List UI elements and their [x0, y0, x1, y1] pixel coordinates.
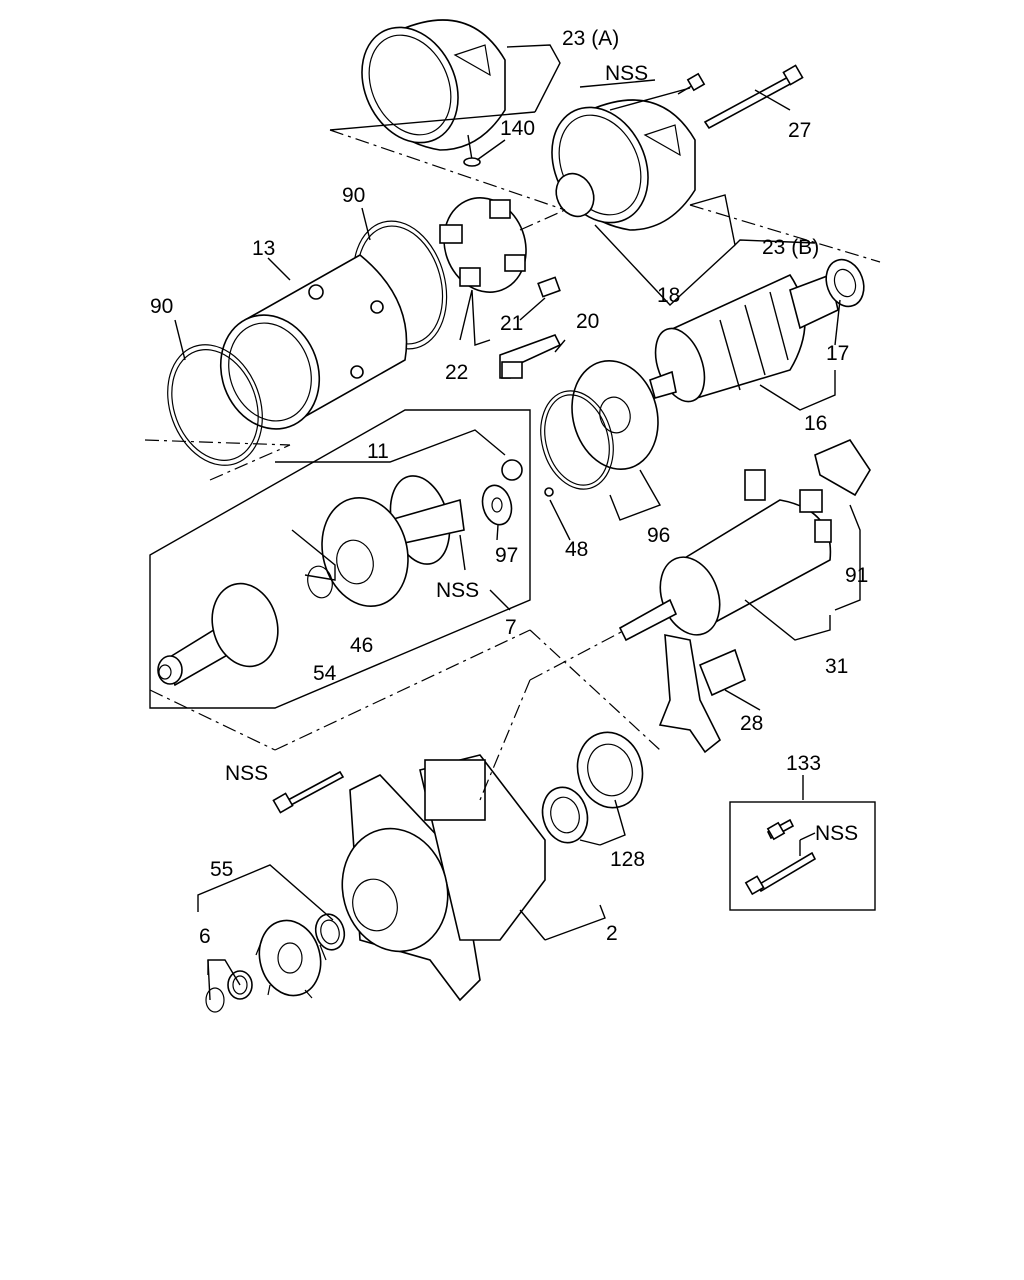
clutch-group-7-box [149, 409, 531, 709]
solenoid-31 [618, 469, 832, 642]
gasket-90-left [167, 344, 263, 466]
clutch-46 [307, 496, 409, 608]
bracket-20 [499, 334, 562, 379]
label-nss-clutch: NSS [436, 579, 479, 602]
label-140: 140 [500, 117, 535, 140]
yoke-13 [219, 254, 408, 430]
bolt-nss-housing [272, 770, 345, 814]
label-97: 97 [495, 544, 518, 567]
label-22: 22 [445, 361, 468, 384]
ball-48 [544, 487, 554, 497]
label-27: 27 [788, 119, 811, 142]
bolt-nss-top [677, 72, 706, 95]
label-7: 7 [505, 616, 517, 639]
label-21: 21 [500, 312, 523, 335]
bearing-17 [825, 258, 865, 308]
label-6: 6 [199, 925, 211, 948]
label-90-top: 90 [342, 184, 365, 207]
label-46: 46 [350, 634, 373, 657]
label-31: 31 [825, 655, 848, 678]
shift-lever-28 [658, 634, 746, 754]
label-90-left: 90 [150, 295, 173, 318]
label-133: 133 [786, 752, 821, 775]
centerlines [144, 129, 881, 801]
label-48: 48 [565, 538, 588, 561]
shaft-54 [157, 582, 279, 687]
washer-18 [555, 172, 595, 218]
terminal-cover-91 [814, 439, 871, 497]
rear-cover-23b [551, 99, 696, 231]
pinion-55 [255, 919, 327, 999]
label-nss-box: NSS [815, 822, 858, 845]
ring-55-right [314, 913, 346, 951]
bearing-128 [541, 731, 644, 844]
label-17: 17 [826, 342, 849, 365]
plate-96 [540, 359, 659, 490]
label-28: 28 [740, 712, 763, 735]
label-128: 128 [610, 848, 645, 871]
screw-140 [463, 134, 481, 167]
label-96: 96 [647, 524, 670, 547]
label-20: 20 [576, 310, 599, 333]
label-91: 91 [845, 564, 868, 587]
label-54: 54 [313, 662, 337, 685]
label-13: 13 [252, 237, 275, 260]
label-23a: 23 (A) [562, 27, 619, 50]
brush-holder-22 [439, 197, 527, 293]
sleeve-11 [501, 459, 523, 481]
label-nss-top: NSS [605, 62, 648, 85]
leader-lines [174, 44, 861, 1001]
pinion-97 [481, 484, 513, 526]
label-16: 16 [804, 412, 827, 435]
label-nss-bolt: NSS [225, 762, 268, 785]
label-23b: 23 (B) [762, 236, 819, 259]
nss-hardware-box-133 [729, 801, 876, 911]
rear-cover-23a [361, 19, 506, 151]
part-labels: 23 (A) NSS 27 140 90 13 23 (B) 90 18 20 … [150, 27, 868, 948]
armature-16 [649, 273, 839, 403]
label-55: 55 [210, 858, 233, 881]
label-11: 11 [367, 440, 389, 463]
through-bolt-27 [703, 64, 804, 130]
collar-6-inner [205, 987, 225, 1013]
label-2: 2 [606, 922, 618, 945]
front-housing-2 [341, 754, 546, 1002]
label-18: 18 [657, 284, 680, 307]
brush-21 [537, 276, 561, 298]
